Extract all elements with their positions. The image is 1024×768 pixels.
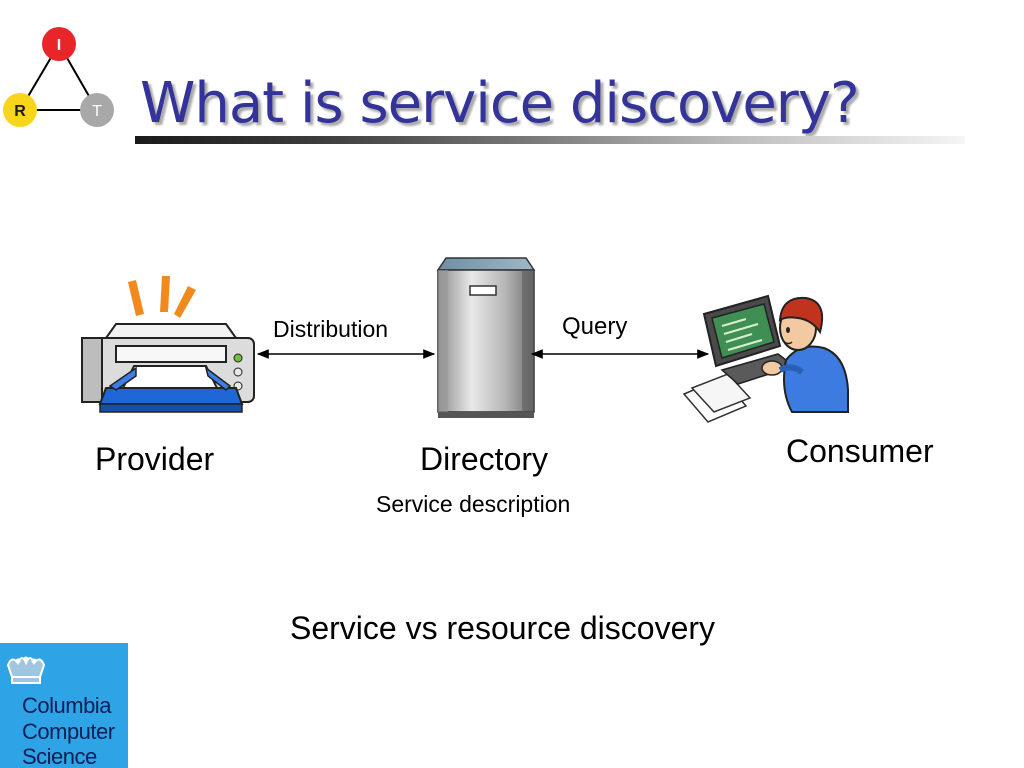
columbia-logo-line-1: Columbia — [22, 693, 111, 718]
slide-title: What is service discovery? — [140, 71, 860, 136]
svg-text:I: I — [57, 37, 61, 54]
crown-icon — [6, 656, 46, 684]
server-icon — [436, 257, 536, 418]
svg-text:R: R — [14, 103, 26, 120]
logo-node-i: I — [42, 27, 76, 61]
logo-node-r: R — [3, 93, 37, 127]
provider-label: Provider — [95, 441, 215, 477]
distribution-label: Distribution — [273, 316, 389, 342]
columbia-logo-line-3: Science — [22, 744, 97, 768]
query-label: Query — [562, 313, 628, 340]
directory-label: Directory — [420, 441, 549, 477]
footer-text: Service vs resource discovery — [290, 610, 716, 646]
consumer-label: Consumer — [786, 433, 934, 469]
person-at-computer-icon — [682, 294, 849, 423]
columbia-logo: Columbia Computer Science — [0, 643, 128, 768]
logo-node-t: T — [80, 93, 114, 127]
svg-text:T: T — [92, 103, 102, 120]
columbia-logo-line-2: Computer — [22, 719, 115, 744]
title-underline — [135, 136, 965, 144]
service-description-label: Service description — [376, 491, 571, 517]
irt-logo: I R T — [3, 27, 114, 127]
printer-icon — [81, 276, 255, 413]
